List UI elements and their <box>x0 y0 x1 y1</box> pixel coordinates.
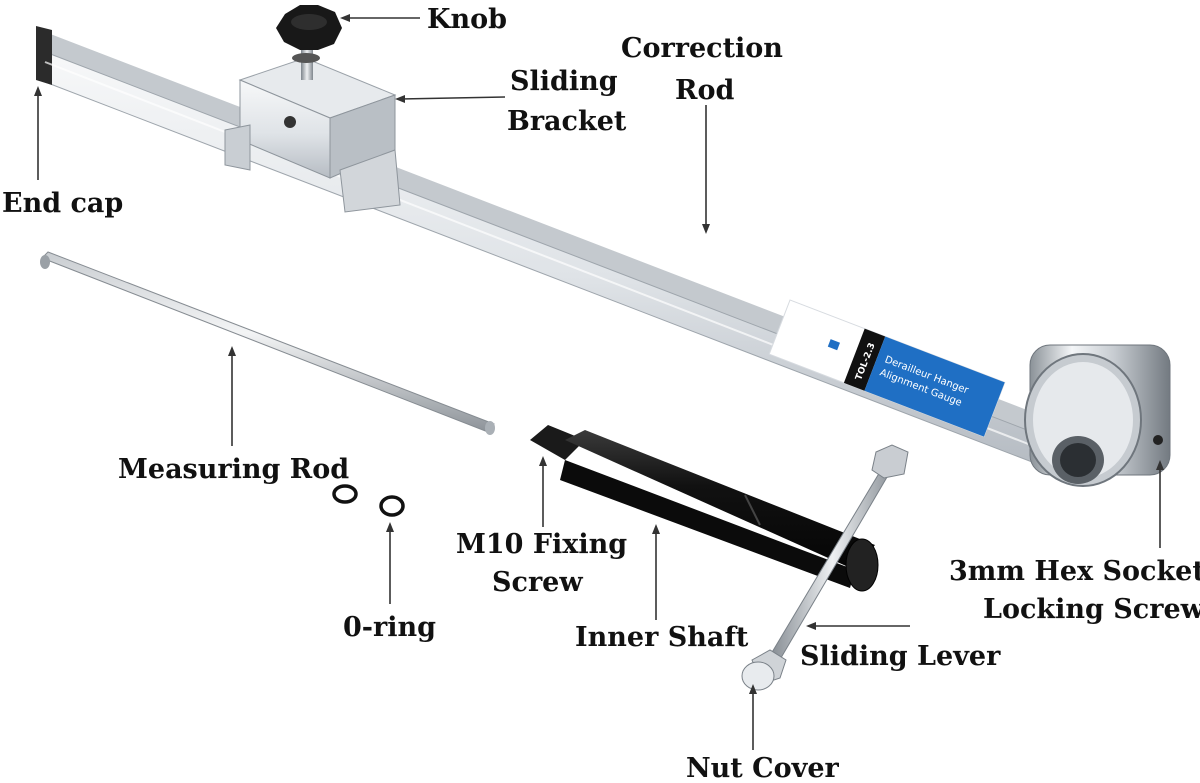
label-sliding-bracket-line2: Bracket <box>507 106 627 137</box>
label-measuring-rod: Measuring Rod <box>118 454 349 485</box>
o-rings <box>332 484 405 517</box>
sliding-lever <box>764 444 909 669</box>
callout-arrows <box>34 14 1164 750</box>
nut-cover <box>741 649 787 691</box>
label-end-cap: End cap <box>2 188 123 219</box>
sliding-bracket <box>224 57 401 213</box>
label-m10-fixing-screw-line1: M10 Fixing <box>456 529 627 560</box>
label-sliding-lever: Sliding Lever <box>800 641 1001 672</box>
end-cap-piece <box>36 26 52 85</box>
label-nut-cover: Nut Cover <box>686 753 840 783</box>
label-sliding-bracket-line1: Sliding <box>510 66 618 97</box>
locking-cylinder <box>1024 344 1171 487</box>
o-ring-2 <box>379 495 405 517</box>
label-knob: Knob <box>427 4 507 35</box>
inner-shaft <box>530 425 879 592</box>
measuring-rod <box>40 251 495 435</box>
label-hex-socket-line2: Locking Screw <box>983 594 1200 625</box>
o-ring-1 <box>332 484 358 504</box>
label-correction-rod-line2: Rod <box>675 75 734 106</box>
label-hex-socket-line1: 3mm Hex Socket <box>949 556 1200 587</box>
rod-sticker: TOL-2.3 Derailleur Hanger Alignment Gaug… <box>768 299 1006 438</box>
label-m10-fixing-screw-line2: Screw <box>492 567 583 598</box>
label-o-ring: 0-ring <box>343 612 436 643</box>
knob <box>276 5 342 80</box>
hex-socket-hole <box>1153 435 1163 445</box>
label-correction-rod-line1: Correction <box>621 33 783 64</box>
label-inner-shaft: Inner Shaft <box>575 622 749 653</box>
callout-labels: Knob Sliding Bracket Correction Rod End … <box>2 4 1200 783</box>
